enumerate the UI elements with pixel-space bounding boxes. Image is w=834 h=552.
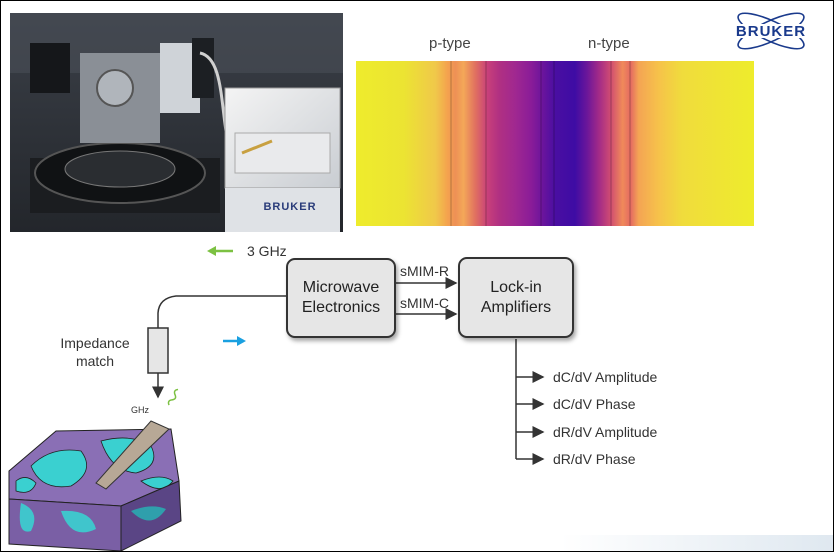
impedance-label-line2: match [75, 353, 115, 369]
probe-cantilever [95, 420, 170, 490]
lockin-box-line2: Amplifiers [480, 298, 552, 316]
microwave-electronics-box: Microwave Electronics [286, 258, 396, 338]
output-dc-dv-amplitude: dC/dV Amplitude [553, 369, 658, 385]
n-type-label: n-type [588, 35, 630, 52]
output-dr-dv-amplitude: dR/dV Amplitude [553, 424, 658, 440]
smim-c-label: sMIM-C [400, 295, 449, 311]
frequency-label: 3 GHz [247, 243, 287, 259]
footer-decoration [561, 535, 833, 551]
tip-ghz-label: GHz [131, 405, 149, 415]
output-dr-dv-phase: dR/dV Phase [553, 451, 636, 467]
microwave-box-line1: Microwave [302, 279, 380, 296]
impedance-label-line1: Impedance [60, 335, 130, 351]
bruker-logo: BRUKER [728, 9, 814, 53]
afm-instrument-illustration [10, 13, 343, 232]
impedance-match-label: Impedance match [53, 334, 137, 370]
green-arrow-head [207, 246, 216, 256]
instrument-photo: BRUKER [10, 13, 343, 232]
blue-arrow-head [237, 336, 246, 346]
output-dc-dv-phase: dC/dV Phase [553, 396, 636, 412]
probe-cable-line [157, 295, 286, 328]
atom-logo-icon [730, 12, 812, 50]
dopant-heatmap [356, 61, 754, 226]
lockin-box-line1: Lock-in [490, 278, 542, 296]
smim-r-label: sMIM-R [400, 263, 449, 279]
bruker-logo-text: BRUKER [735, 23, 807, 40]
p-type-label: p-type [429, 35, 471, 52]
sample-block-illustration [8, 420, 182, 551]
microwave-box-line2: Electronics [301, 299, 381, 316]
impedance-match-component [147, 327, 169, 374]
ghz-wave-icon [167, 388, 179, 406]
instrument-brand-label: BRUKER [263, 201, 317, 213]
lock-in-amplifiers-box: Lock-in Amplifiers [458, 257, 574, 338]
